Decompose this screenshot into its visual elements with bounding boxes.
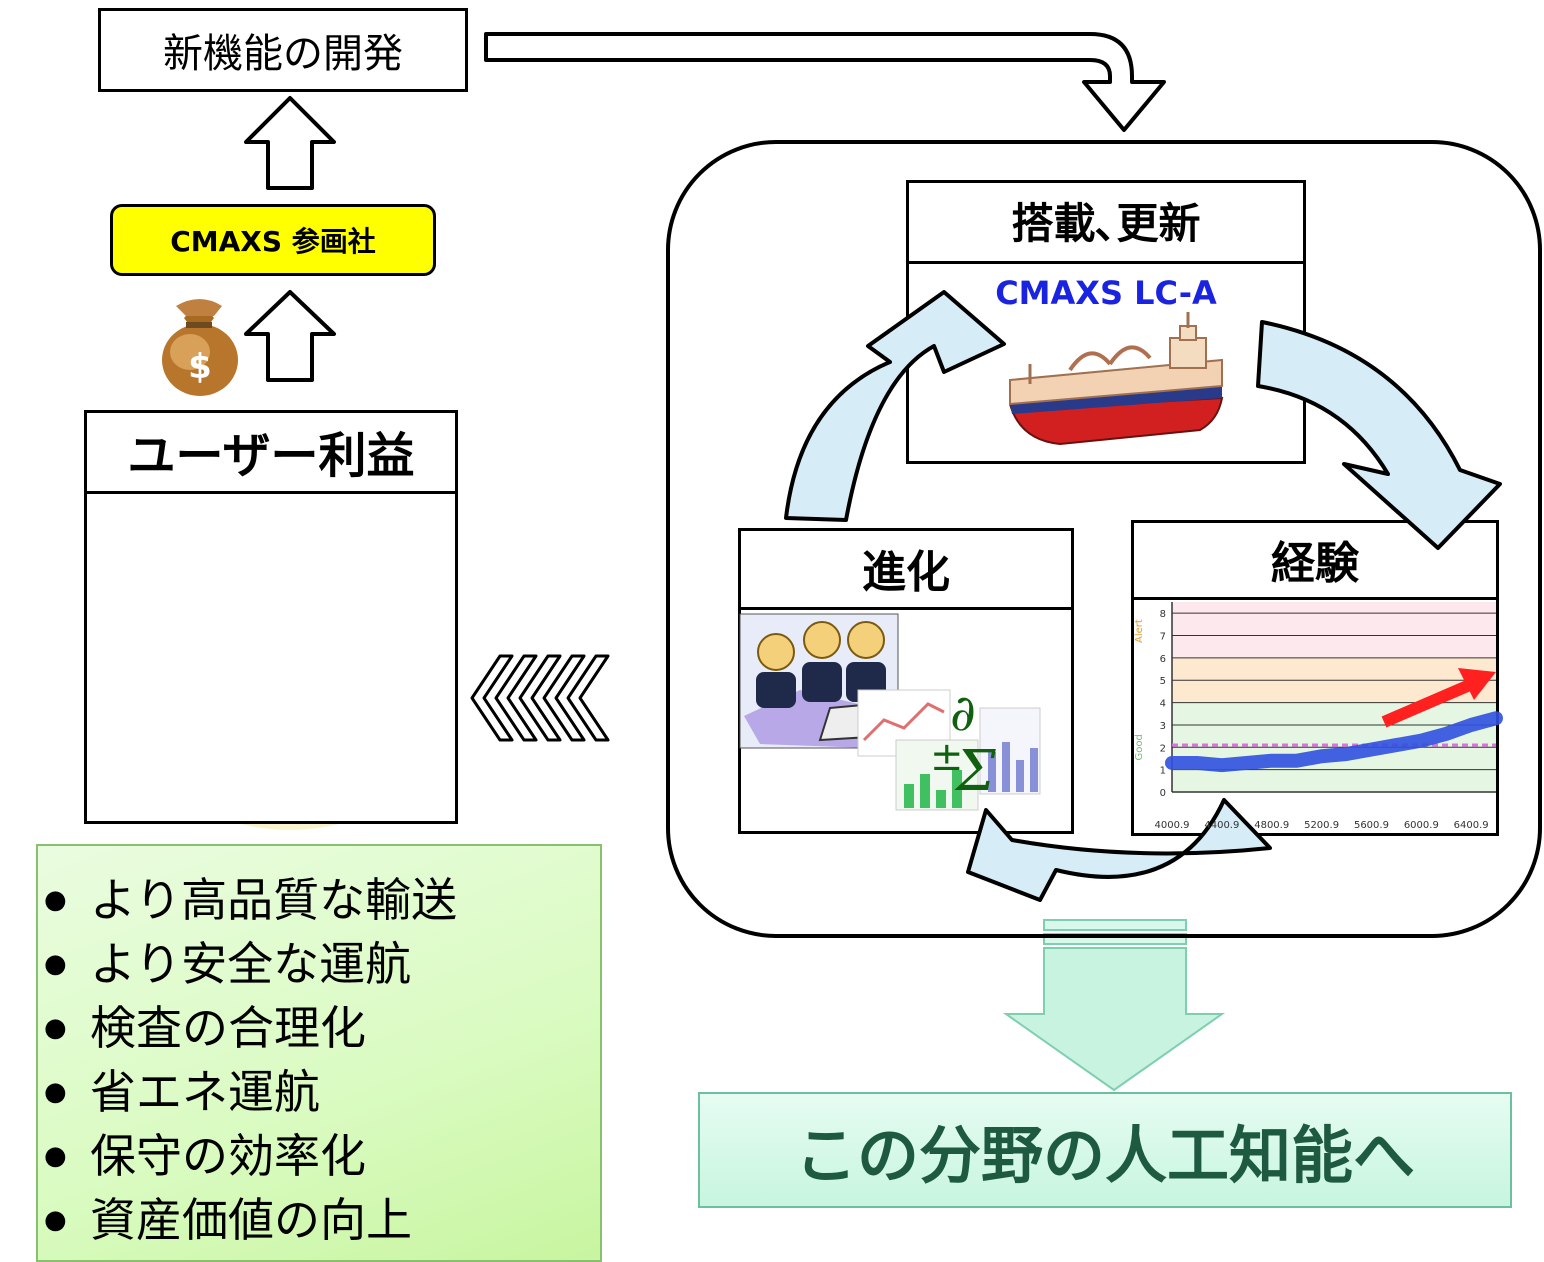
x-tick-label: 4400.9 [1204,820,1239,831]
user-benefit-box [84,410,458,824]
list-item: 検査の合理化 [44,996,600,1060]
list-item: より高品質な輸送 [44,868,600,932]
install-update-title: 搭載､更新 [906,180,1306,264]
x-tick-label: 4000.9 [1155,820,1190,831]
x-tick-label: 4800.9 [1254,820,1289,831]
evolution-title: 進化 [738,528,1074,610]
chevrons-left [470,654,610,742]
x-tick-label: 5200.9 [1304,820,1339,831]
product-name-text: CMAXS LC-A [995,274,1217,312]
y-tick-label: 2 [1160,743,1166,754]
install-update-title-text: 搭載､更新 [1011,199,1201,248]
participants-label: CMAXS 参画社 [170,225,376,258]
chart-band-alert [1172,602,1496,658]
engineers-icon: Σ ∂ ± [739,613,1041,811]
band-label-alert: Alert [1134,619,1145,643]
ai-target-box: この分野の人工知能へ [698,1092,1512,1208]
x-tick-label: 6000.9 [1404,820,1439,831]
experience-title: 経験 [1131,520,1499,600]
new-feature-box: 新機能の開発 [98,8,468,92]
y-tick-label: 8 [1160,609,1166,620]
y-tick-label: 4 [1160,699,1166,710]
svg-text:∂: ∂ [950,684,976,742]
y-tick-label: 1 [1160,766,1166,777]
participants-badge: CMAXS 参画社 [110,204,436,276]
band-label-good: Good [1134,734,1145,760]
svg-text:$: $ [188,347,212,387]
x-tick-label: 6400.9 [1454,820,1489,831]
y-tick-label: 6 [1160,654,1166,665]
y-tick-label: 5 [1160,676,1166,687]
y-tick-label: 0 [1160,788,1166,799]
cycle-arrows [784,290,1502,902]
user-benefit-title-text: ユーザー利益 [127,427,415,484]
money-bag-icon: $ [162,299,238,396]
experience-chart: 0 1 2 3 4 5 6 7 8 4000.9 4400.9 4800.9 5200.9 5600.9 6… [1134,602,1503,831]
y-tick-label: 7 [1160,632,1166,643]
x-tick-label: 5600.9 [1354,820,1389,831]
up-arrow-top [244,96,336,190]
new-feature-label: 新機能の開発 [163,31,403,77]
experience-title-text: 経験 [1271,537,1359,589]
list-item: 資産価値の向上 [44,1188,600,1252]
svg-text:±: ± [930,734,964,780]
evolution-title-text: 進化 [862,546,950,598]
benefit-list: より高品質な輸送 より安全な運航 検査の合理化 省エネ運航 保守の効率化 資産価… [38,868,600,1252]
up-arrow-bottom [244,290,336,382]
list-item: 保守の効率化 [44,1124,600,1188]
svg-text:Σ: Σ [954,739,996,804]
trend-arrow-shaft [1381,678,1475,728]
cycle-frame [666,140,1542,938]
ship-icon [1009,312,1224,446]
down-arrow-ai [1002,919,1226,1092]
list-item: より安全な運航 [44,932,600,996]
trend-arrow-head [1458,668,1496,700]
y-tick-label: 3 [1160,721,1166,732]
product-name: CMAXS LC-A [906,268,1306,318]
benefit-list-panel: より高品質な輸送 より安全な運航 検査の合理化 省エネ運航 保守の効率化 資産価… [36,844,602,1262]
pipe-arrow [484,32,1166,132]
chart-series-line [1165,711,1503,773]
user-benefit-title: ユーザー利益 [84,410,458,494]
ai-target-label: この分野の人工知能へ [794,1119,1415,1192]
list-item: 省エネ運航 [44,1060,600,1124]
